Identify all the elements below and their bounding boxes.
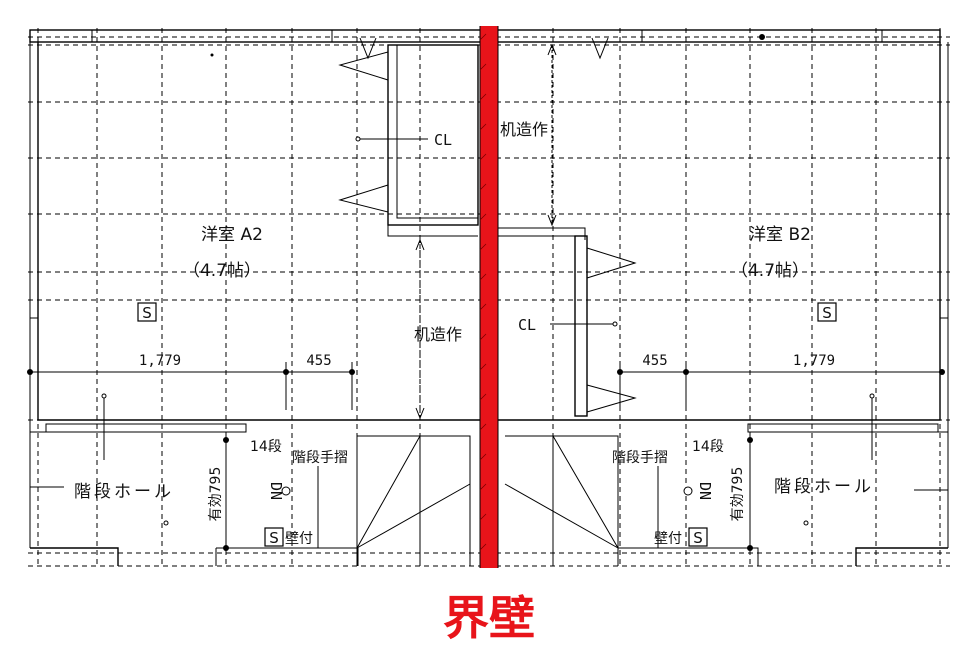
- handrail-label-left: 階段手摺: [292, 450, 348, 466]
- step-count-right: 14段: [692, 439, 724, 455]
- dimension-lines: [27, 362, 945, 410]
- dimension-left-long: 1,779: [139, 353, 181, 369]
- wall-mount-label-left: 壁付: [285, 531, 313, 547]
- dimension-right-long: 1,779: [793, 353, 835, 369]
- dimension-right-short: 455: [642, 353, 667, 369]
- partition-wall-caption: 界壁: [443, 591, 535, 645]
- vertical-dimensions: [415, 43, 557, 420]
- closet-label-right: CL: [518, 316, 536, 334]
- smoke-detector-icon: S: [264, 527, 284, 547]
- svg-text:S: S: [822, 304, 832, 322]
- stair-lines: [356, 435, 619, 566]
- room-b-name: 洋室 B2: [749, 225, 811, 245]
- effective-width-label-right: 有効795: [730, 467, 746, 522]
- handrail-label-right: 階段手摺: [612, 450, 668, 466]
- room-a-name: 洋室 A2: [201, 225, 263, 245]
- room-a-size: （4.7帖）: [183, 261, 261, 281]
- closet-label-left: CL: [434, 131, 452, 149]
- wall-mount-label-right: 壁付: [654, 531, 682, 547]
- down-label-left: DN: [267, 482, 285, 500]
- step-count-left: 14段: [250, 439, 282, 455]
- room-b-size: （4.7帖）: [731, 261, 809, 281]
- svg-text:S: S: [142, 304, 152, 322]
- custom-furniture-label-mid: 机造作: [414, 325, 462, 344]
- custom-furniture-label-top: 机造作: [500, 120, 548, 139]
- partition-wall: [479, 26, 499, 568]
- down-label-right: DN: [696, 482, 714, 500]
- svg-text:S: S: [269, 529, 279, 547]
- effective-width-label-left: 有効795: [208, 467, 224, 522]
- dimension-left-short: 455: [306, 353, 331, 369]
- smoke-detector-icon: S: [688, 527, 708, 547]
- stair-hall-label-left: 階段ホール: [74, 482, 174, 502]
- leader-lines: [30, 34, 948, 551]
- smoke-detector-icon: S: [817, 302, 837, 322]
- stair-hall-label-right: 階段ホール: [774, 477, 874, 497]
- door-swings: [338, 37, 637, 413]
- smoke-detector-icon: S: [137, 302, 157, 322]
- svg-text:S: S: [693, 529, 703, 547]
